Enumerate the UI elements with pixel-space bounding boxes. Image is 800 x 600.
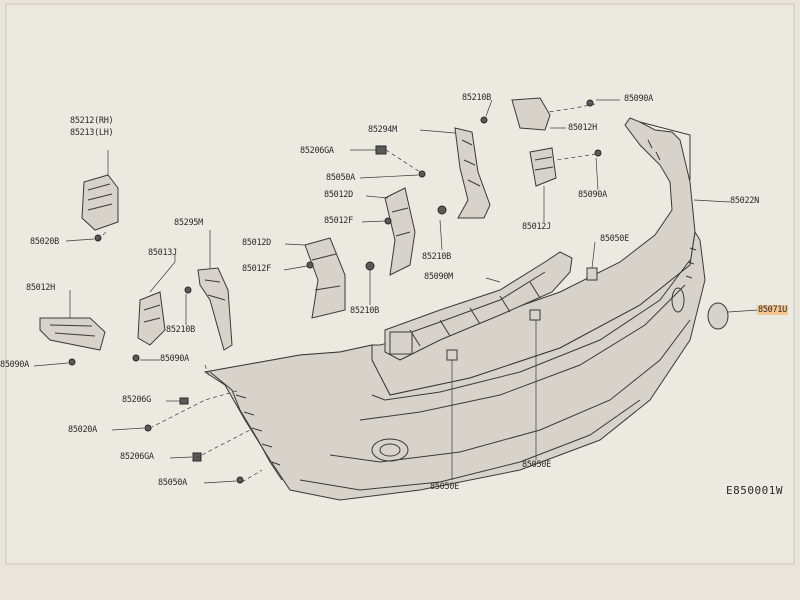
side-bracket-rh	[81, 174, 119, 231]
retainer-85012H-right	[511, 97, 551, 131]
part-label-85012D-upper: 85012D	[324, 190, 353, 200]
stay-85294M	[454, 127, 491, 219]
part-label-85090A-mid: 85090A	[160, 354, 189, 364]
part-label-85210B-top: 85210B	[462, 93, 491, 103]
diagram-code: E850001W	[726, 484, 783, 497]
part-label-85090A-topright: 85090A	[624, 94, 653, 104]
part-label-85050A-upper: 85050A	[326, 173, 355, 183]
energy-absorber	[384, 251, 573, 361]
reflector-cover-85071U	[707, 302, 729, 330]
part-label-85020A: 85020A	[68, 425, 97, 435]
part-label-85210B-left: 85210B	[166, 325, 195, 335]
part-label-85090M: 85090M	[424, 272, 453, 282]
part-label-85020B-left: 85020B	[30, 237, 59, 247]
part-label-85213: 85213(LH)	[70, 128, 114, 138]
part-label-85050E-right: 85050E	[522, 460, 551, 470]
part-label-85012D-lower: 85012D	[242, 238, 271, 248]
part-label-85012F-upper: 85012F	[324, 216, 353, 226]
part-label-85206GA-lower: 85206GA	[120, 452, 154, 462]
part-label-85012F-lower: 85012F	[242, 264, 271, 274]
fasteners	[68, 99, 602, 484]
stay-85295M	[197, 267, 233, 351]
part-label-85090A-right: 85090A	[578, 190, 607, 200]
leader-lines	[33, 99, 759, 484]
part-label-85210B-lower: 85210B	[350, 306, 379, 316]
part-label-85050A-lower: 85050A	[158, 478, 187, 488]
bracket-85012D-lower	[304, 237, 346, 319]
side-bracket-85013J	[137, 291, 166, 346]
part-label-85071U: 85071U	[757, 305, 788, 315]
retainer-85012J	[529, 147, 557, 187]
part-label-85295M: 85295M	[174, 218, 203, 228]
part-label-85212: 85212(RH)	[70, 116, 114, 126]
part-label-85210B-mid: 85210B	[422, 252, 451, 262]
part-label-85012H-right: 85012H	[568, 123, 597, 133]
part-label-85090A-left: 85090A	[0, 360, 29, 370]
bracket-85012D-upper	[384, 187, 416, 276]
part-label-85050E-upper: 85050E	[600, 234, 629, 244]
part-label-85012H-left: 85012H	[26, 283, 55, 293]
part-label-85050E-bottom: 85050E	[430, 482, 459, 492]
retainer-85012H-left	[39, 317, 106, 351]
part-label-85013J: 85013J	[148, 248, 177, 258]
part-label-85012J: 85012J	[522, 222, 551, 232]
part-label-85206G: 85206G	[122, 395, 151, 405]
part-label-85071U-text: 85071U	[757, 305, 788, 315]
part-label-85294M: 85294M	[368, 125, 397, 135]
part-label-85022N: 85022N	[730, 196, 759, 206]
part-label-85206GA-upper: 85206GA	[300, 146, 334, 156]
